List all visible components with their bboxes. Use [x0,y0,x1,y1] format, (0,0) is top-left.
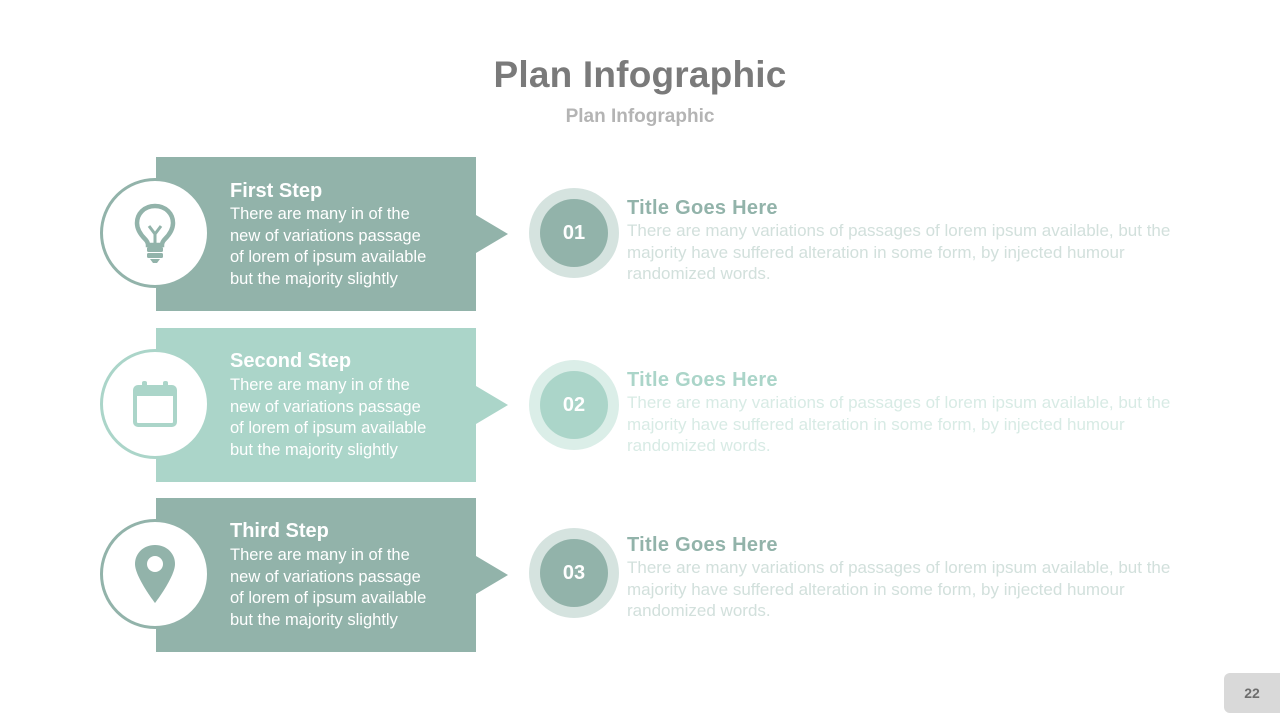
step-1-arrow [476,215,508,253]
step-1-text-line: but the majority slightly [230,269,398,288]
lightbulb-icon [134,203,176,263]
step-3-text-line: new of variations passage [230,567,421,586]
step-3-desc-line: randomized words. [627,601,771,620]
step-1-text-line: new of variations passage [230,226,421,245]
step-3-number: 03 [540,539,608,607]
calendar-icon [133,381,177,427]
step-2-desc-text: There are many variations of passages of… [627,392,1207,457]
step-1-number: 01 [540,199,608,267]
page-number: 22 [1224,673,1280,713]
step-3-number-badge: 03 [529,528,619,618]
step-3-text-line: There are many in of the [230,546,410,564]
step-3-desc-text: There are many variations of passages of… [627,557,1207,622]
step-3-text-line: but the majority slightly [230,610,398,629]
step-1-icon-circle [100,178,210,288]
step-2-desc-line: majority have suffered alteration in som… [627,414,1125,434]
step-2-heading: Second Step [230,350,352,372]
step-1-desc-line: There are many variations of passages of… [627,221,1171,240]
step-3-desc-line: majority have suffered alteration in som… [627,579,1125,599]
step-2-desc-line: There are many variations of passages of… [627,393,1171,412]
step-2-text: There are many in of the new of variatio… [230,375,462,461]
step-3-text-line: of lorem of ipsum available [230,589,427,607]
location-pin-icon [135,545,175,603]
step-2-text-line: but the majority slightly [230,440,398,459]
step-2-text-line: There are many in of the [230,376,410,394]
slide-title: Plan Infographic [493,54,787,95]
step-3-icon-circle [100,519,210,629]
step-1-desc-line: randomized words. [627,264,771,283]
step-2-arrow [476,386,508,424]
step-3-text: There are many in of the new of variatio… [230,545,462,631]
step-1-desc-title: Title Goes Here [627,197,778,219]
step-2-desc-title: Title Goes Here [627,369,778,391]
step-1-number-badge: 01 [529,188,619,278]
step-1-heading: First Step [230,180,323,202]
step-2-text-line: new of variations passage [230,397,421,416]
step-1-desc-line: majority have suffered alteration in som… [627,242,1125,262]
step-1-text-line: of lorem of ipsum available [230,248,427,266]
step-3-arrow [476,556,508,594]
step-3-desc-line: There are many variations of passages of… [627,558,1171,577]
step-2-text-line: of lorem of ipsum available [230,419,427,437]
slide-subtitle: Plan Infographic [565,106,715,127]
step-1-text: There are many in of the new of variatio… [230,204,462,290]
step-2-desc-line: randomized words. [627,436,771,455]
step-1-desc-text: There are many variations of passages of… [627,220,1207,285]
step-1-text-line: There are many in of the [230,205,410,223]
step-3-desc-title: Title Goes Here [627,534,778,556]
step-2-icon-circle [100,349,210,459]
step-2-number: 02 [540,371,608,439]
step-3-heading: Third Step [230,520,329,542]
step-2-number-badge: 02 [529,360,619,450]
